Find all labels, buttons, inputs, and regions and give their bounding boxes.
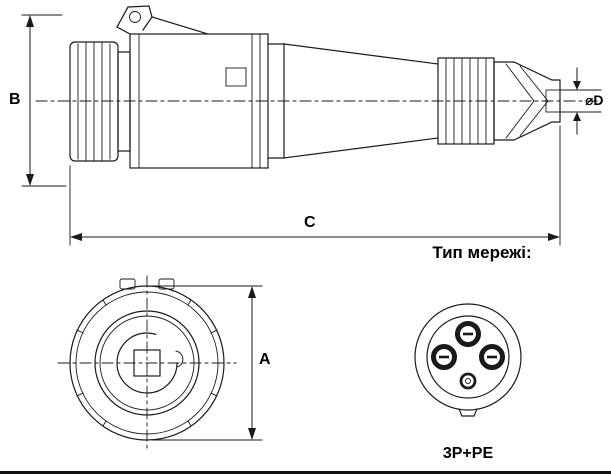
rim-ticks (76, 299, 218, 427)
earth-pin-bottom (459, 372, 477, 390)
plug-body (129, 33, 269, 169)
top-tab-left (119, 278, 136, 290)
dimension-c (69, 125, 561, 246)
cable-cone (267, 43, 439, 159)
dimension-d-label: ⌀D (585, 92, 604, 108)
dimension-c-label: C (304, 214, 316, 231)
dimension-b (21, 14, 67, 187)
front-view (57, 275, 237, 453)
plug-rear-cap (69, 41, 119, 162)
center-square-window (133, 349, 161, 377)
dimension-b-label: B (9, 91, 21, 108)
latch-hook (175, 350, 184, 368)
dimension-a (151, 285, 263, 441)
latch-hole (129, 11, 141, 23)
phase-pin-left (431, 344, 457, 370)
connector-tip (493, 61, 561, 141)
phase-pin-right (479, 344, 505, 370)
gland-ribbed-section (437, 57, 495, 145)
pin-face-view (414, 303, 522, 417)
network-type-value: 3P+PE (442, 445, 494, 462)
page-border-bottom (0, 471, 611, 474)
side-view (35, 5, 598, 169)
keyway-notch (458, 408, 478, 417)
phase-pin-top (455, 321, 481, 347)
dimension-d (559, 67, 602, 135)
plug-collar-ring (117, 51, 131, 152)
tip-opening (545, 89, 561, 113)
network-type-title: Тип мережі: (432, 243, 532, 262)
dimension-a-label: A (259, 351, 271, 368)
top-tab-right (158, 278, 175, 290)
latch-catch (225, 67, 247, 87)
inner-latch-ring (116, 332, 178, 394)
latch-lever (116, 5, 209, 35)
